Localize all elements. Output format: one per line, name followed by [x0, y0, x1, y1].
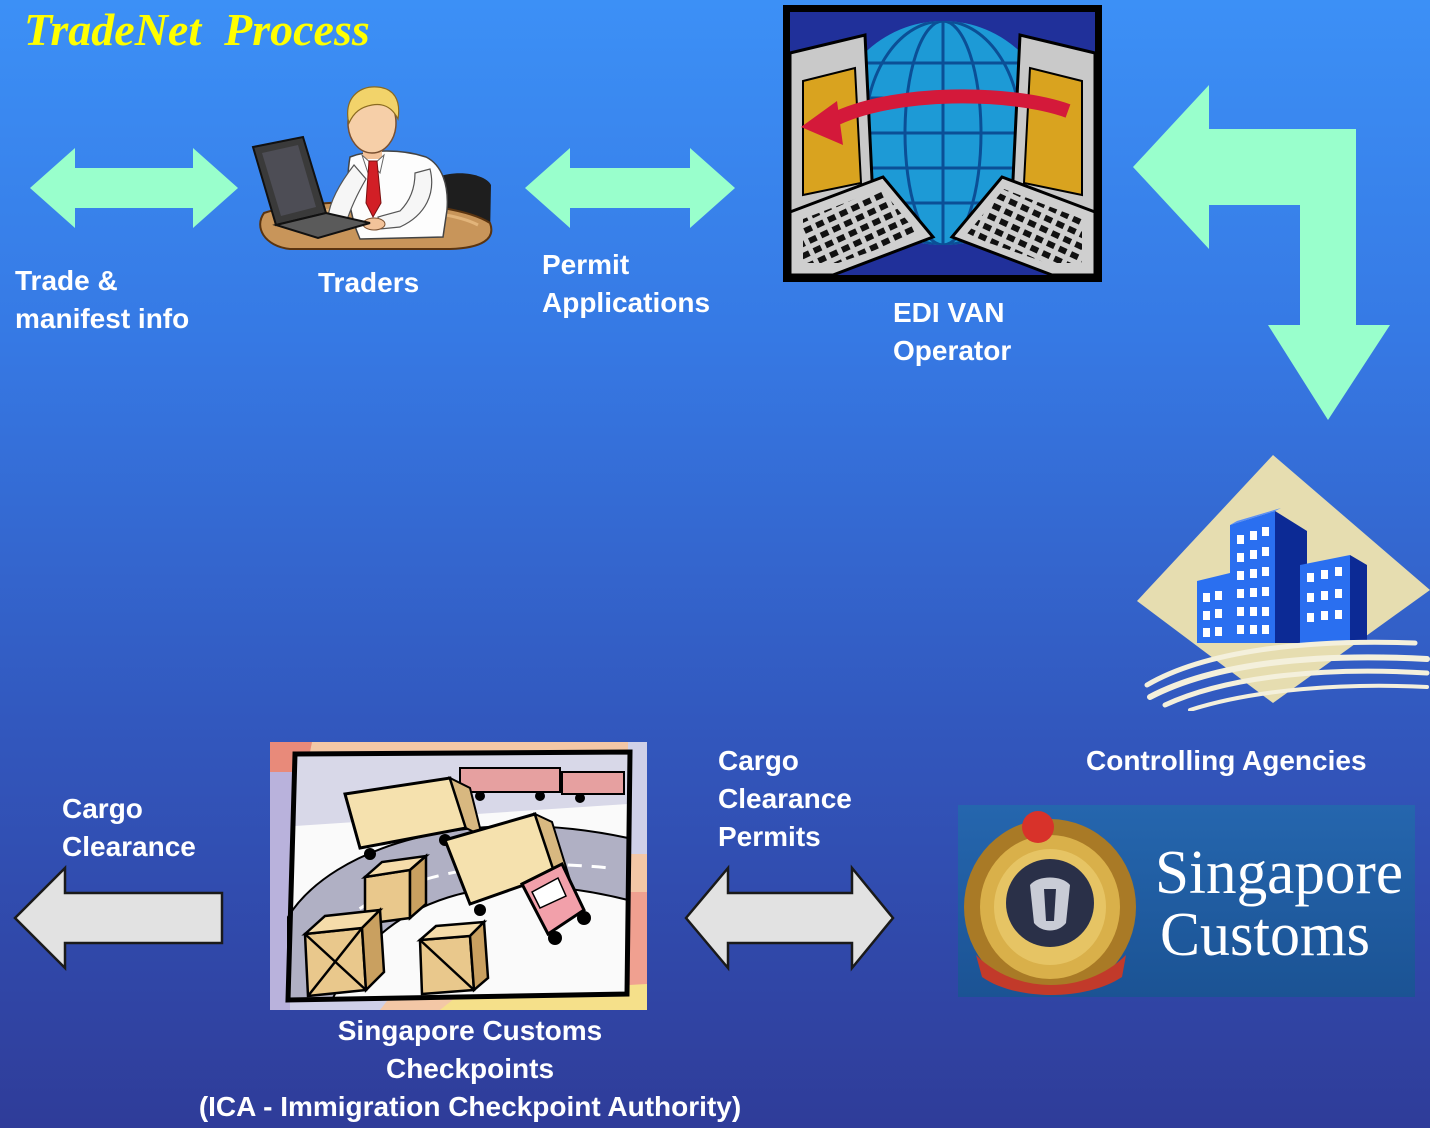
edi-network-globe-icon — [783, 5, 1102, 282]
trader-at-laptop-icon — [251, 86, 493, 250]
permit-applications-label: Permit Applications — [542, 246, 710, 322]
customs-crest-icon — [964, 811, 1136, 995]
cargo-clearance-label: Cargo Clearance — [62, 790, 196, 866]
edi-van-label: EDI VAN Operator — [893, 294, 1011, 370]
truck-cab — [519, 861, 591, 945]
slide-title: TradeNet Process — [24, 4, 370, 55]
clearance-permits-double-arrow-icon — [684, 864, 895, 972]
traders-label: Traders — [318, 267, 420, 298]
cargo-trucks-icon — [270, 742, 647, 1010]
trade-manifest-label-line: manifest info — [15, 303, 190, 334]
data-transfer-arrow — [801, 89, 1071, 145]
edi-van-label-line: EDI VAN — [893, 297, 1005, 328]
permit-applications-double-arrow-icon — [525, 148, 735, 228]
checkpoints-label: Singapore Customs Checkpoints (ICA - Imm… — [120, 1012, 820, 1126]
cargo-boxes — [301, 853, 490, 998]
cargo-clearance-label-line: Clearance — [62, 831, 196, 862]
clearance-permits-label-line: Cargo — [718, 745, 799, 776]
singapore-customs-logo: Singapore Customs — [958, 805, 1415, 997]
controlling-agencies-label: Controlling Agencies — [1086, 745, 1367, 776]
trade-manifest-label: Trade & manifest info — [15, 262, 189, 338]
edi-van-label-line: Operator — [893, 335, 1012, 366]
checkpoints-label-line: Checkpoints — [385, 1053, 555, 1084]
checkpoints-label-line: Singapore Customs — [337, 1015, 603, 1046]
truck-scene — [285, 749, 633, 1003]
clearance-permits-label: Cargo Clearance Permits — [718, 742, 852, 856]
cargo-clearance-left-arrow-icon — [13, 864, 224, 972]
permit-applications-label-line: Permit — [542, 249, 630, 280]
trade-manifest-label-line: Trade & — [15, 265, 118, 296]
customs-logo-text-line: Singapore — [1155, 839, 1403, 907]
laptop — [251, 135, 371, 240]
train-cars — [459, 767, 625, 803]
truck-container — [343, 776, 484, 860]
customs-logo-text-line: Customs — [1160, 901, 1370, 969]
trade-info-double-arrow-icon — [30, 148, 238, 228]
edi-agencies-bent-double-arrow-icon — [1133, 85, 1390, 420]
clearance-permits-label-line: Clearance — [718, 783, 852, 814]
checkpoints-label-line: (ICA - Immigration Checkpoint Authority) — [198, 1091, 742, 1122]
permit-applications-label-line: Applications — [542, 287, 711, 318]
swoosh-lines — [1144, 639, 1430, 711]
clearance-permits-label-line: Permits — [718, 821, 821, 852]
cargo-clearance-label-line: Cargo — [62, 793, 143, 824]
office-buildings — [1197, 508, 1367, 643]
office-buildings-icon — [1137, 455, 1430, 711]
